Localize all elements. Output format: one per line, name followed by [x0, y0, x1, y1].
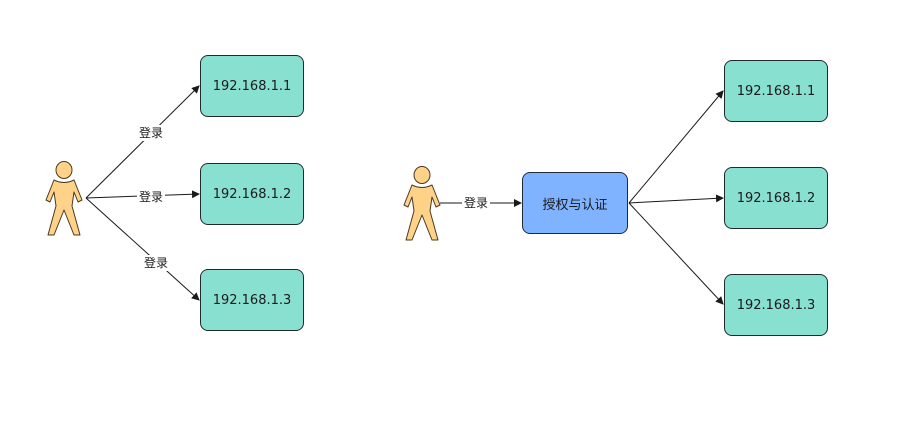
- edge-label-left-2: 登录: [136, 189, 166, 205]
- edge-auth-to-server-2: [628, 194, 724, 204]
- server-box-left-1: 192.168.1.1: [200, 55, 304, 117]
- person-icon: [45, 161, 83, 236]
- server-box-right-2: 192.168.1.2: [724, 167, 828, 229]
- edge-label-right: 登录: [461, 195, 491, 211]
- edge-auth-to-server-3: [628, 202, 724, 305]
- auth-box: 授权与认证: [522, 172, 628, 234]
- edge-auth-to-server-1: [628, 90, 724, 204]
- server-box-right-3: 192.168.1.3: [724, 274, 828, 336]
- edge-left-to-server-1: [85, 85, 200, 199]
- server-box-left-2: 192.168.1.2: [200, 163, 304, 225]
- server-box-right-1: 192.168.1.1: [724, 60, 828, 122]
- server-box-left-3: 192.168.1.3: [200, 269, 304, 331]
- edge-left-to-server-3: [85, 197, 200, 301]
- edge-label-left-1: 登录: [136, 125, 166, 141]
- person-icon: [403, 166, 441, 241]
- edge-label-left-3: 登录: [141, 255, 171, 271]
